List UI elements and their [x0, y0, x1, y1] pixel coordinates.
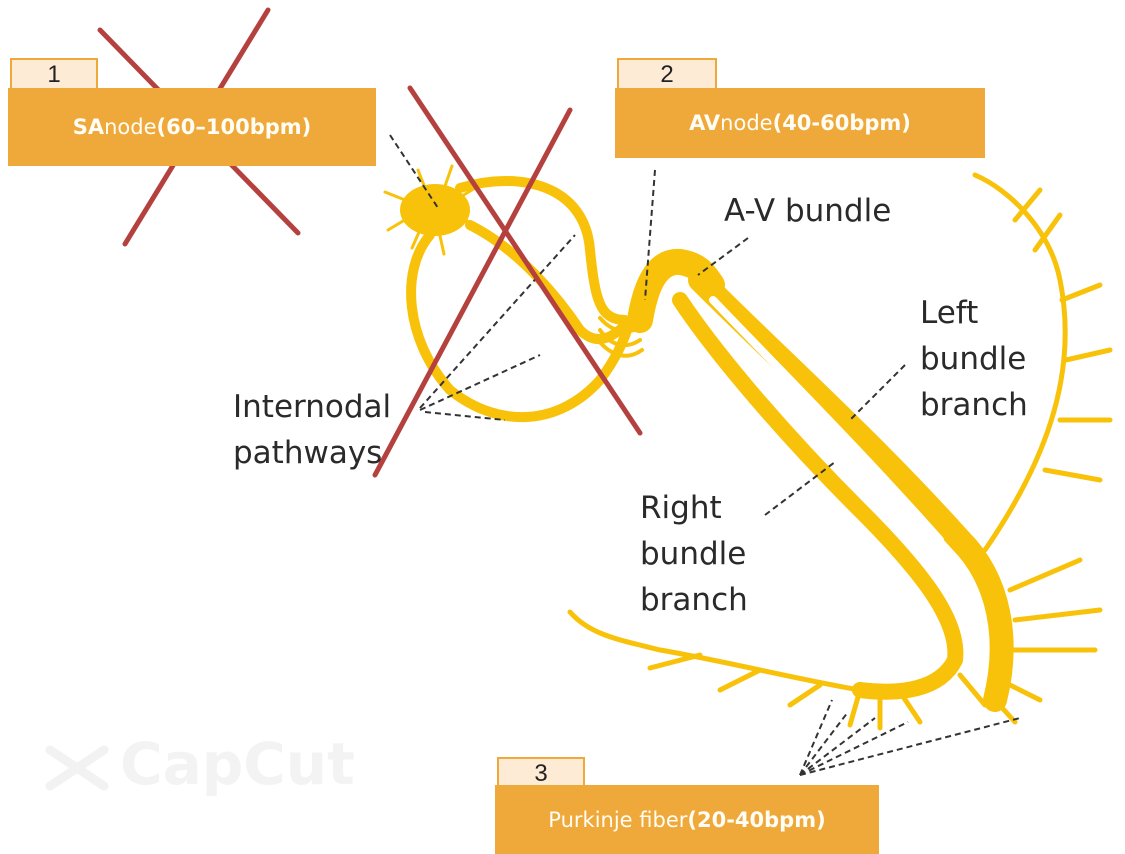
left-bundle-branch-shape: [688, 268, 1014, 712]
av-node-number-tab: 2: [617, 58, 717, 88]
av-node-box: AV node (40-60bpm): [615, 88, 985, 158]
purkinje-box: Purkinje fiber (20-40bpm): [495, 785, 879, 854]
purkinje-name: Purkinje fiber: [548, 807, 688, 832]
sa-node-rate: (60–100bpm): [156, 115, 312, 139]
purkinje-number-tab: 3: [497, 757, 585, 787]
capcut-watermark: CapCut: [120, 730, 355, 798]
av-node-rate: (40-60bpm): [772, 111, 911, 135]
sa-node-shape: [400, 184, 470, 236]
branch-gap: [709, 296, 944, 544]
capcut-logo-icon: [45, 745, 109, 791]
internodal-cross-stroke-1: [407, 85, 643, 436]
internodal-pathways-label: Internodal pathways: [233, 389, 392, 471]
sa-node-name: SA: [72, 115, 105, 139]
av-bundle-label: A-V bundle: [724, 193, 892, 229]
purkinje-fibers: [567, 172, 1113, 731]
right-bundle-branch-label: Right bundle branch: [640, 490, 748, 618]
av-node-word: node: [720, 111, 773, 135]
right-bundle-branch-shape: [672, 292, 964, 700]
internodal-cross-stroke-2: [372, 107, 573, 478]
av-node-name: AV: [689, 111, 721, 135]
left-bundle-branch-label: Left bundle branch: [920, 295, 1028, 423]
sa-node-box: SA node (60–100bpm): [8, 88, 376, 166]
sa-node-word: node: [104, 115, 157, 139]
sa-node-number-tab: 1: [10, 58, 98, 88]
purkinje-rate: (20-40bpm): [687, 807, 826, 832]
leader-lines: [389, 134, 1021, 776]
